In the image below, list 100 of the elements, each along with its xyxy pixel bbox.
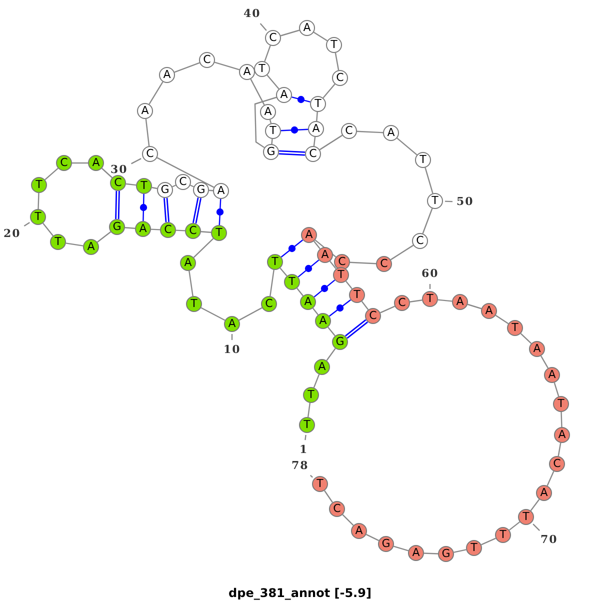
backbone-line xyxy=(330,260,336,270)
base-pair-line xyxy=(218,198,222,226)
backbone-line xyxy=(319,134,343,150)
nucleotide-circle: T xyxy=(326,37,342,53)
leader-line xyxy=(131,158,142,164)
nucleotide-circle: C xyxy=(365,308,381,324)
backbone-line xyxy=(546,471,554,486)
backbone-line xyxy=(280,268,288,276)
backbone-line xyxy=(72,162,88,164)
nucleotide-circle: T xyxy=(211,225,227,241)
backbone-line xyxy=(454,549,466,553)
nucleotide-circle: T xyxy=(265,123,281,139)
position-number: 70 xyxy=(540,534,558,546)
base-pair-line xyxy=(329,299,351,317)
backbone-line xyxy=(266,74,280,90)
backbone-line xyxy=(193,238,214,258)
backbone-line xyxy=(316,112,318,122)
nucleotide-circle: C xyxy=(160,222,176,238)
nucleotide-circle: T xyxy=(495,527,511,543)
base-pair-line xyxy=(278,150,306,156)
nucleotide-circle: C xyxy=(394,295,410,311)
backbone-line xyxy=(38,192,40,210)
backbone-line xyxy=(346,280,352,290)
backbone-line xyxy=(188,270,194,296)
nucleotide-circle: A xyxy=(544,367,560,383)
nucleotide-circle: G xyxy=(109,219,125,235)
nucleotide-circle: C xyxy=(261,296,277,312)
nucleotide-circle: C xyxy=(334,254,350,270)
backbone-line xyxy=(560,412,562,428)
backbone-line xyxy=(66,242,84,246)
nucleotide-circle: T xyxy=(30,209,46,225)
nucleotide-circle: A xyxy=(317,247,333,263)
backbone-line xyxy=(361,301,369,310)
leader-line xyxy=(260,23,267,31)
backbone-line xyxy=(250,78,265,106)
backbone-line xyxy=(558,442,562,456)
nucleotide-circle: A xyxy=(529,341,545,357)
nucleotide-circle: C xyxy=(341,123,357,139)
caption: dpe_381_annot [-5.9] xyxy=(228,586,372,600)
nucleotide-circle: A xyxy=(88,155,104,171)
nucleotide-circle: G xyxy=(193,182,209,198)
nucleotide-circle: C xyxy=(329,501,345,517)
nucleotide-circle: G xyxy=(378,536,394,552)
nucleotide-circle: G xyxy=(438,546,454,562)
backbone-line xyxy=(156,157,214,188)
backbone-line xyxy=(96,231,112,243)
backbone-line xyxy=(280,30,300,36)
nucleotide-circle: T xyxy=(518,509,534,525)
backbone-line xyxy=(495,314,509,324)
backbone-line xyxy=(396,138,418,156)
backbone-line xyxy=(214,62,240,70)
position-number: 30 xyxy=(110,164,128,176)
backbone-line xyxy=(520,333,532,344)
nucleotide-circle: A xyxy=(383,125,399,141)
position-number: 1 xyxy=(300,444,308,456)
backbone-line xyxy=(326,348,336,361)
backbone-line xyxy=(270,270,274,296)
nucleotide-circle: C xyxy=(142,146,158,162)
nucleotide-circle: A xyxy=(260,104,276,120)
backbone-line xyxy=(307,402,311,418)
backbone-line xyxy=(254,96,277,148)
backbone-line xyxy=(42,222,54,236)
backbone-line xyxy=(271,138,273,144)
nucleotide-circle: C xyxy=(199,52,215,68)
nucleotide-circle: C xyxy=(305,146,321,162)
backbone-line xyxy=(342,514,354,526)
backbone-line xyxy=(126,183,136,186)
backbone-line xyxy=(174,62,200,73)
backbone-line xyxy=(296,288,304,296)
nucleotide-circle: T xyxy=(31,177,47,193)
backbone-line xyxy=(481,538,496,546)
nucleotide-circle: A xyxy=(135,221,151,237)
backbone-line xyxy=(394,546,408,552)
nucleotide-circle: T xyxy=(427,193,443,209)
nucleotide-circle: A xyxy=(137,103,153,119)
nucleotide-circle: T xyxy=(310,96,326,112)
position-number: 10 xyxy=(224,344,241,356)
nucleotide-circle: C xyxy=(412,233,428,249)
base-pair-line xyxy=(164,198,170,222)
nucleotide-circle: A xyxy=(224,316,240,332)
backbone-line xyxy=(328,326,336,336)
backbone-line xyxy=(200,231,212,233)
backbone-line xyxy=(366,534,380,542)
backbone-line xyxy=(324,490,333,503)
leader-line xyxy=(310,474,313,478)
nucleotide-circle: A xyxy=(299,20,315,36)
nucleotide-circle: T xyxy=(284,274,300,290)
backbone-line xyxy=(380,306,395,314)
nucleotide-circle: G xyxy=(157,182,173,198)
nucleotide-circle: T xyxy=(186,296,202,312)
nucleotide-circle: A xyxy=(314,359,330,375)
backbone-line xyxy=(314,240,336,258)
base-pair-line xyxy=(298,260,320,278)
backbone-line xyxy=(314,240,320,250)
nucleotide-circle: T xyxy=(299,417,315,433)
backbone-line xyxy=(424,168,434,194)
nucleotide-circle: A xyxy=(554,427,570,443)
nucleotide-circle: A xyxy=(276,87,292,103)
backbone-line xyxy=(467,304,482,310)
leader-line xyxy=(24,222,30,227)
